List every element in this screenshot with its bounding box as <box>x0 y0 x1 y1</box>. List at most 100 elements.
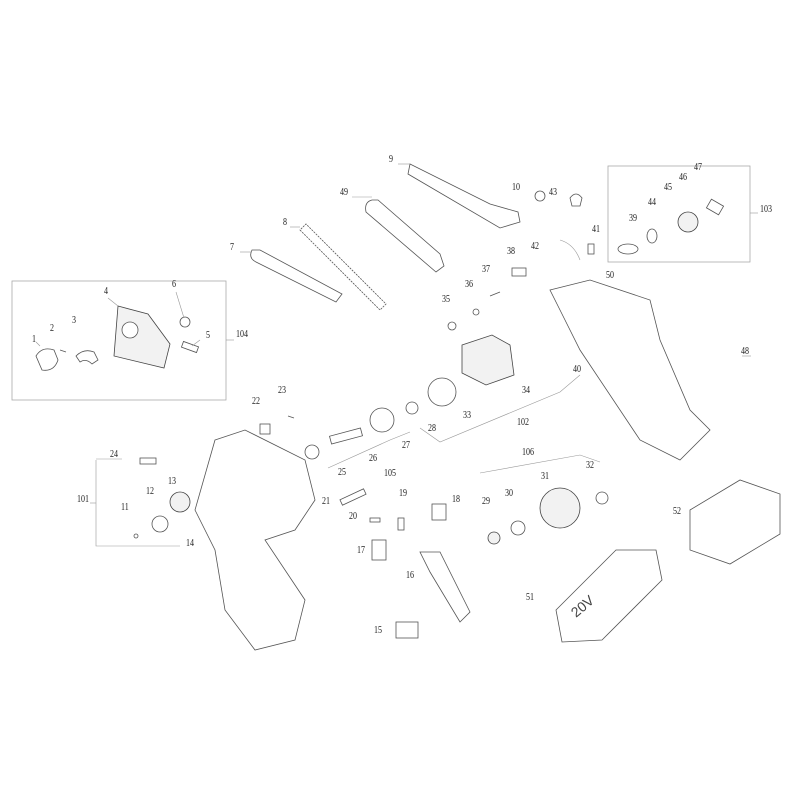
part-39-cap <box>617 243 639 255</box>
part-label-40: 40 <box>573 364 581 375</box>
part-label-12: 12 <box>146 486 154 497</box>
part-27-sprocket <box>369 407 395 433</box>
part-label-22: 22 <box>252 396 260 407</box>
part-30-washer <box>510 520 526 536</box>
part-label-44: 44 <box>648 197 656 208</box>
part-label-41: 41 <box>592 224 600 235</box>
part-label-1: 1 <box>32 334 36 345</box>
part-label-102: 102 <box>517 417 529 428</box>
part-label-43: 43 <box>549 187 557 198</box>
part-23-screw <box>287 415 295 419</box>
part-40-right-housing <box>549 279 711 461</box>
part-13-sprocket <box>169 491 191 513</box>
part-label-2: 2 <box>50 323 54 334</box>
part-label-19: 19 <box>399 488 407 499</box>
part-24-bolt <box>139 457 157 465</box>
part-51-battery <box>555 549 663 643</box>
part-44-oring <box>646 228 658 244</box>
part-1-knob <box>35 348 59 371</box>
part-31-gear <box>539 487 581 529</box>
part-label-51: 51 <box>526 592 534 603</box>
group-bracket-101 <box>95 460 180 547</box>
part-label-5: 5 <box>206 330 210 341</box>
part-label-106: 106 <box>522 447 534 458</box>
part-label-28: 28 <box>428 423 436 434</box>
part-label-46: 46 <box>679 172 687 183</box>
part-label-21: 21 <box>322 496 330 507</box>
part-label-37: 37 <box>482 264 490 275</box>
part-label-11: 11 <box>121 502 129 513</box>
part-15-terminal <box>395 621 419 639</box>
part-label-15: 15 <box>374 625 382 636</box>
part-label-13: 13 <box>168 476 176 487</box>
group-box-103 <box>607 165 751 263</box>
part-37-pin <box>489 291 501 297</box>
part-label-50: 50 <box>606 270 614 281</box>
part-label-23: 23 <box>278 385 286 396</box>
part-7-guide-bar <box>250 249 343 303</box>
part-36-screw <box>472 308 480 316</box>
part-22-nut <box>259 423 271 435</box>
part-43-cap <box>569 193 583 207</box>
part-17-trigger <box>371 539 387 561</box>
part-14-left-housing <box>194 429 316 651</box>
part-label-48: 48 <box>741 346 749 357</box>
part-label-3: 3 <box>72 315 76 326</box>
part-label-9: 9 <box>389 154 393 165</box>
part-3-clip <box>75 350 99 365</box>
part-label-105: 105 <box>384 468 396 479</box>
part-20-spring <box>369 517 381 523</box>
part-5-pin <box>180 340 200 354</box>
part-6-ring <box>179 316 191 328</box>
part-label-31: 31 <box>541 471 549 482</box>
part-28-washer <box>405 401 419 415</box>
part-9-cover <box>407 163 521 229</box>
part-label-49: 49 <box>340 187 348 198</box>
part-12-washer <box>151 515 169 533</box>
part-49-guard <box>365 199 445 273</box>
part-label-8: 8 <box>283 217 287 228</box>
part-label-101: 101 <box>77 494 89 505</box>
part-label-18: 18 <box>452 494 460 505</box>
part-label-14: 14 <box>186 538 194 549</box>
part-label-6: 6 <box>172 279 176 290</box>
part-35-nut <box>447 321 457 331</box>
part-label-34: 34 <box>522 385 530 396</box>
part-label-52: 52 <box>673 506 681 517</box>
part-label-20: 20 <box>349 511 357 522</box>
part-11-circlip <box>133 533 139 539</box>
part-label-47: 47 <box>694 162 702 173</box>
part-4-cover <box>113 305 171 369</box>
part-29-pinion <box>487 531 501 545</box>
part-38-plate <box>511 267 527 277</box>
part-label-26: 26 <box>369 453 377 464</box>
part-19-spring <box>397 517 405 531</box>
part-label-27: 27 <box>402 440 410 451</box>
part-52-charger <box>689 479 781 565</box>
part-label-25: 25 <box>338 467 346 478</box>
part-label-17: 17 <box>357 545 365 556</box>
group-box-104 <box>11 280 227 401</box>
part-45-pump <box>677 211 699 233</box>
part-16-pcb-rail <box>419 551 471 623</box>
part-label-35: 35 <box>442 294 450 305</box>
part-10-spring <box>534 190 546 202</box>
part-26-shaft <box>329 427 363 445</box>
part-47-bracket <box>705 198 725 216</box>
part-label-36: 36 <box>465 279 473 290</box>
part-8-chain <box>299 223 387 311</box>
part-label-45: 45 <box>664 182 672 193</box>
part-41-spring <box>587 243 595 255</box>
part-label-29: 29 <box>482 496 490 507</box>
part-label-104: 104 <box>236 329 248 340</box>
part-label-7: 7 <box>230 242 234 253</box>
part-32-bearing <box>595 491 609 505</box>
part-label-103: 103 <box>760 204 772 215</box>
part-label-16: 16 <box>406 570 414 581</box>
part-label-30: 30 <box>505 488 513 499</box>
part-label-38: 38 <box>507 246 515 257</box>
part-42-tube <box>559 239 581 261</box>
part-label-33: 33 <box>463 410 471 421</box>
part-label-32: 32 <box>586 460 594 471</box>
